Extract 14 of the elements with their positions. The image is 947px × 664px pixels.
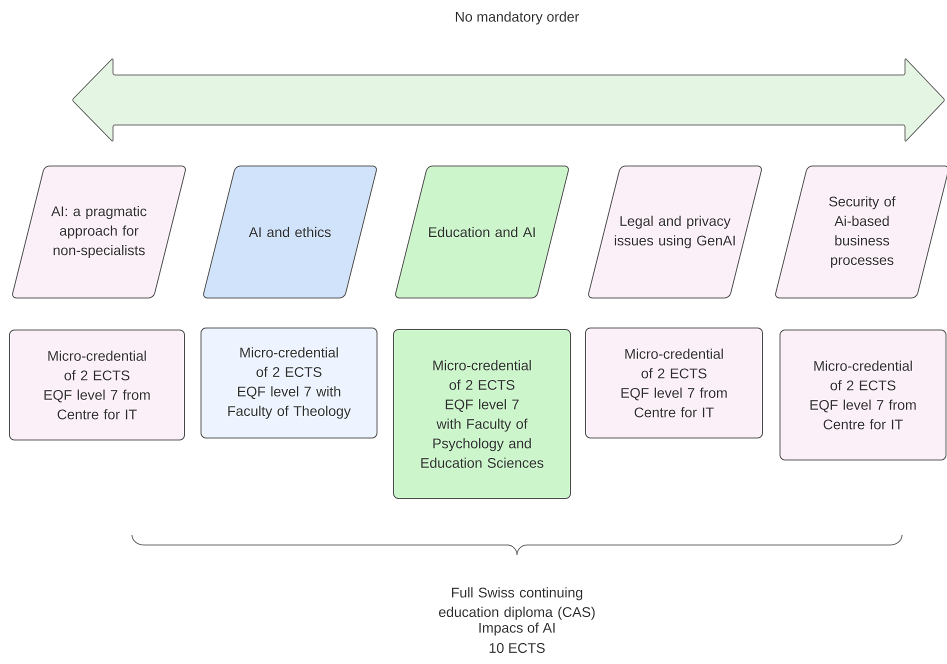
topic-parallelogram: AI: a pragmatic approach for non-specialists [12,166,186,298]
caption-text: No mandatory order [456,11,579,25]
caption-text: 10 ECTS [490,643,545,653]
topic-parallelogram: Security of Ai-based business processes [775,166,947,298]
credential-box: Micro-credential of 2 ECTS EQF level 7 from Centre for IT [585,328,763,438]
credential-box: Micro-credential of 2 ECTS EQF level 7 from Centre for IT [780,330,946,460]
credential-box: Micro-credential of 2 ECTS EQF level 7 with Faculty of Psychology and Education Sciences [393,329,571,499]
caption-text: Full Swiss continuing education diploma (CAS) [439,587,595,620]
topic-parallelogram: Education and AI [395,166,569,298]
caption-text: Impacs of AI [479,622,555,636]
topic-parallelogram: Legal and privacy issues using GenAI [588,166,762,298]
credential-box: Micro-credential of 2 ECTS EQF level 7 with Faculty of Theology [200,328,378,438]
credential-box: Micro-credential of 2 ECTS EQF level 7 from Centre for IT [9,330,185,440]
topic-parallelogram: AI and ethics [203,166,377,298]
